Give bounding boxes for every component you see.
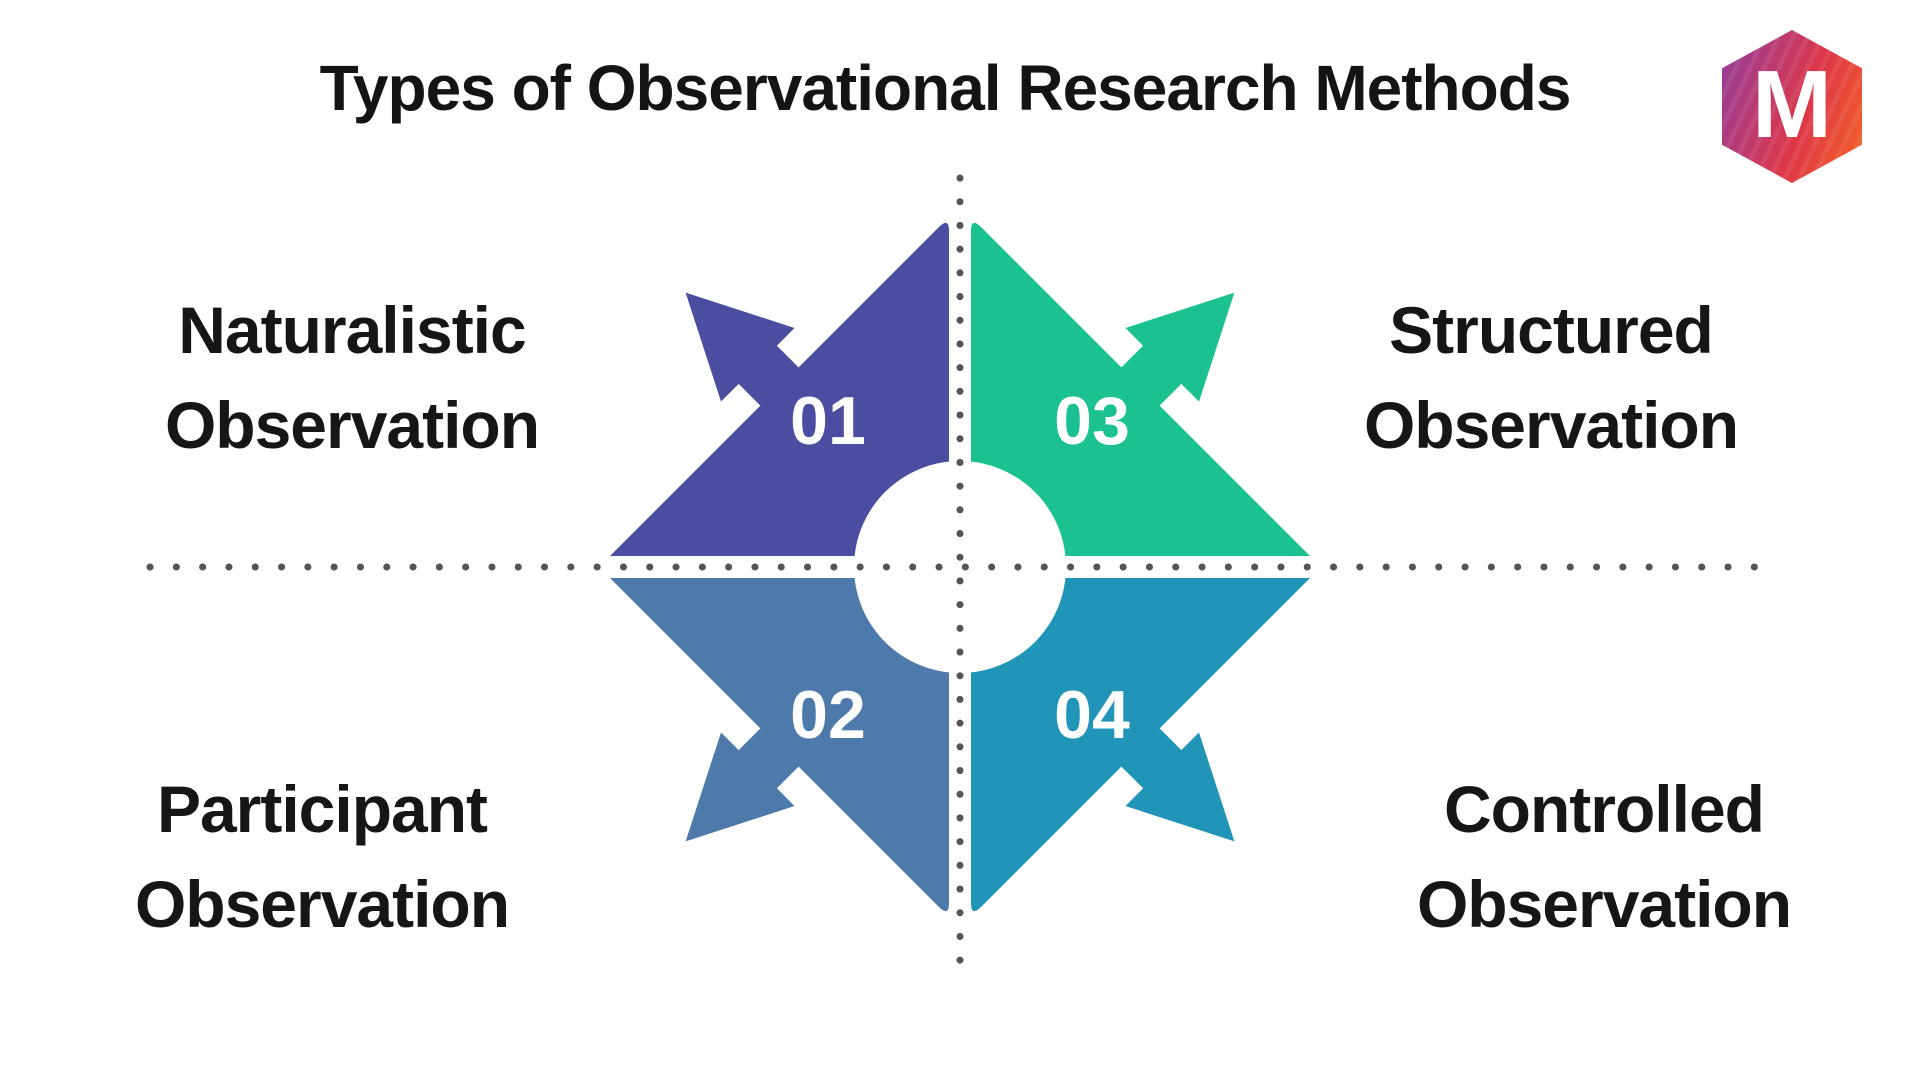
- label-line: Controlled: [1444, 772, 1765, 846]
- page-title: Types of Observational Research Methods: [319, 52, 1572, 124]
- label-line: Naturalistic: [178, 293, 526, 367]
- label-controlled-observation: Controlled Observation: [1416, 762, 1792, 952]
- label-line: Observation: [134, 867, 510, 941]
- quadrant-01-number: 01: [790, 383, 866, 459]
- quadrant-03-number: 03: [1054, 383, 1130, 459]
- label-line: Structured: [1389, 293, 1714, 367]
- label-line: Participant: [156, 772, 488, 846]
- label-participant-observation: Participant Observation: [134, 762, 510, 952]
- label-line: Observation: [1363, 388, 1739, 462]
- center-circle: [854, 461, 1066, 673]
- quadrant-02-number: 02: [790, 677, 866, 753]
- quadrant-04-number: 04: [1054, 677, 1130, 753]
- label-line: Observation: [1416, 867, 1792, 941]
- brand-logo-hexagon: M: [1722, 30, 1862, 183]
- brand-logo-letter: M: [1752, 50, 1832, 158]
- label-naturalistic-observation: Naturalistic Observation: [164, 283, 540, 473]
- label-structured-observation: Structured Observation: [1363, 283, 1739, 473]
- label-line: Observation: [164, 388, 540, 462]
